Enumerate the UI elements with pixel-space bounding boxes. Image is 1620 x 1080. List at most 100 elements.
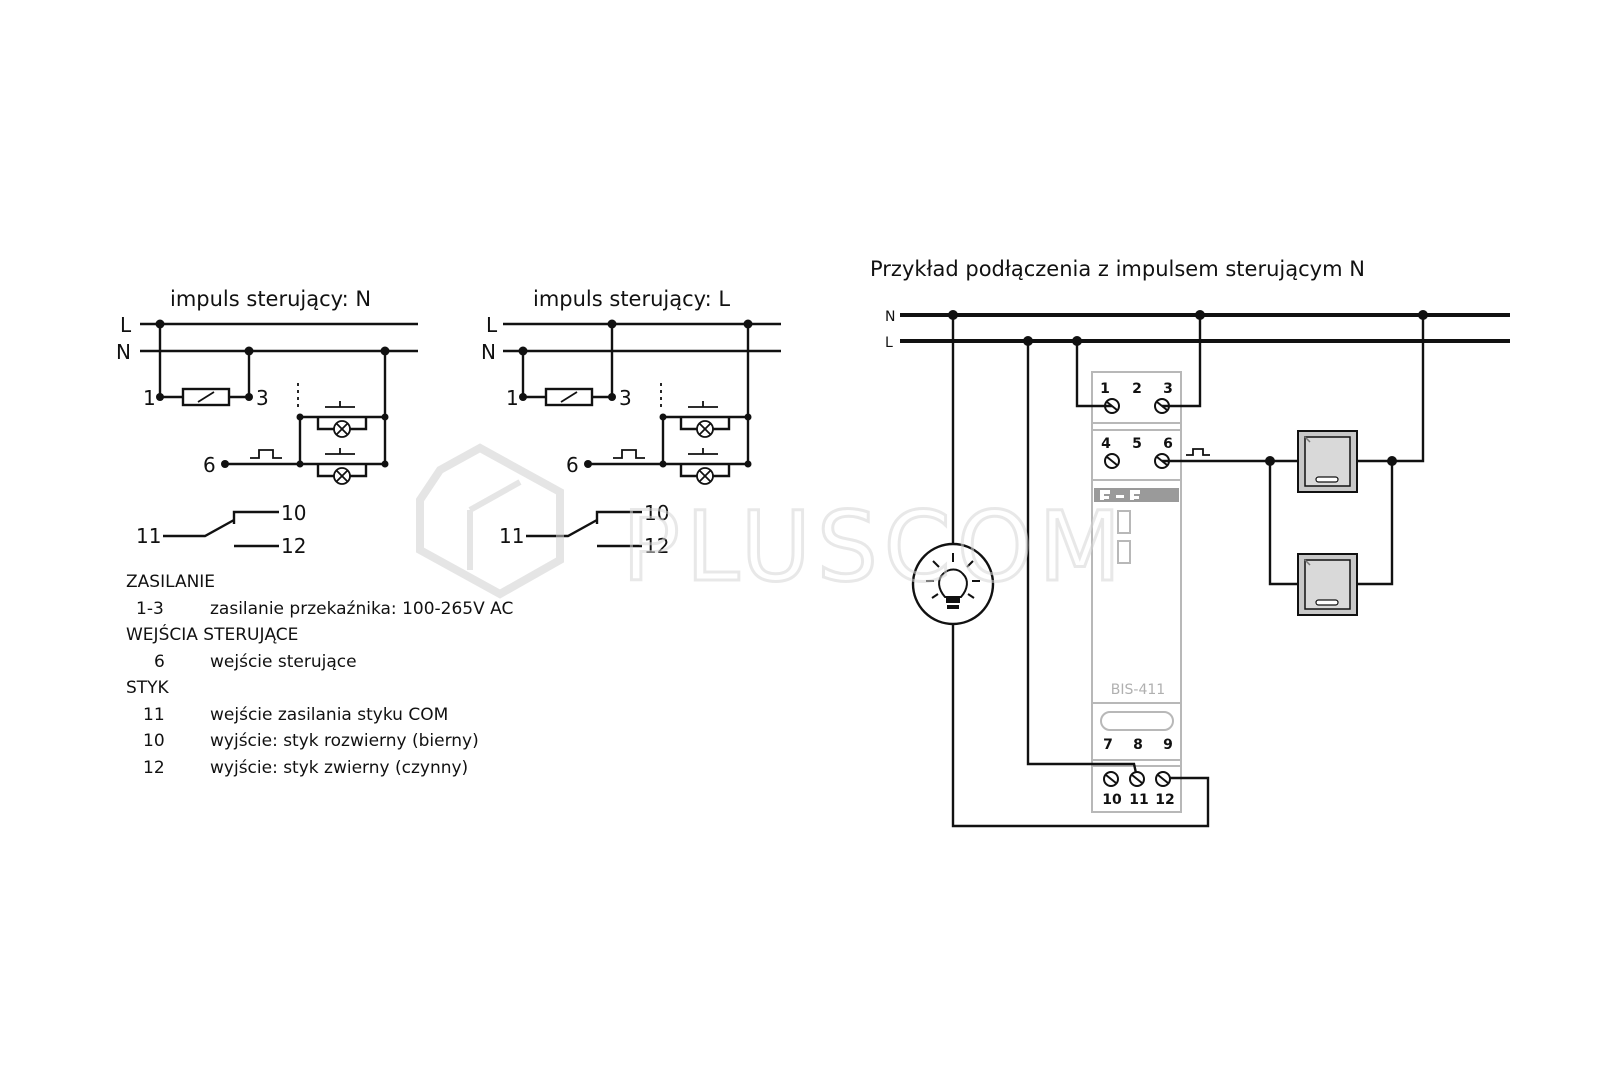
legend-section-inputs: WEJŚCIA STERUJĄCE [126,623,298,645]
legend-section-power: ZASILANIE [126,572,215,592]
terminal-6-label: 6 [203,453,216,477]
wiring-example: Przykład podłączenia z impulsem sterując… [870,257,1510,828]
wire-terminal-1 [1075,341,1112,408]
legend-desc: wyjście: styk zwierny (czynny) [210,758,468,778]
device-label: BIS-411 [1111,682,1165,698]
terminal-number: 4 [1101,436,1111,452]
terminal-number: 12 [1155,792,1174,808]
terminal-screw [1129,771,1145,787]
bus-label-n: N [481,340,496,364]
terminal-number: 8 [1133,737,1143,753]
pushbutton-with-lamp [679,448,731,485]
light-bulb-icon [911,542,995,626]
brand-strip [1094,488,1179,502]
terminal-3-label: 3 [619,386,632,410]
coil-mark [197,391,215,403]
contact-blade [163,518,235,538]
legend-section-contact: STYK [126,678,170,698]
legend-desc: wejście sterujące [210,652,357,672]
legend-desc: wejście zasilania styku COM [210,705,448,725]
coil-mark [560,391,578,403]
terminal-number: 7 [1103,737,1113,753]
terminal-number: 6 [1163,436,1173,452]
terminal-number: 3 [1163,381,1173,397]
bus-label-n: N [885,309,895,325]
terminal-1-label: 1 [506,386,519,410]
schematic-n-impulse: impuls sterujący: N L N 1 3 6 [116,287,418,558]
contact-11-label: 11 [136,524,161,548]
junction-dot [744,413,752,421]
schematic-l-impulse: impuls sterujący: L L N 1 3 6 [481,287,781,558]
pluscom-watermark: PLUSCOM [416,443,1127,605]
contact-12-label: 12 [644,534,669,558]
terminal-3-label: 3 [256,386,269,410]
contact-blade [526,518,598,538]
wire [1357,461,1394,586]
bus-label-l: L [486,313,498,337]
contact-10-label: 10 [644,501,669,525]
contact-11-label: 11 [499,524,524,548]
legend-code: 1-3 [136,599,164,619]
label-window [1100,711,1174,731]
device-housing [1091,371,1182,813]
pulse-symbol [1186,448,1210,456]
wire-terminal-12 [951,624,1210,828]
bus-label-l: L [120,313,132,337]
terminal-dot [608,393,616,401]
terminal-number: 5 [1132,436,1142,452]
contact-12-label: 12 [281,534,306,558]
junction-dot [1387,456,1397,466]
junction-dot [659,413,667,421]
wall-pushbutton [1297,430,1358,493]
pushbutton-with-lamp [316,448,368,485]
terminal-screw [1103,771,1119,787]
terminal-screw [1104,453,1120,469]
watermark-text: PLUSCOM [622,491,1127,603]
contact-10-label: 10 [281,501,306,525]
junction-dot [659,460,667,468]
legend-code: 10 [143,731,165,751]
watermark-hexagon-logo [416,443,564,599]
pushbutton-with-lamp [316,401,368,438]
wire [1268,461,1298,586]
led-indicator [1117,510,1131,534]
bus-label-l: L [885,335,893,351]
wire-terminal-11 [1026,341,1138,774]
pulse-symbol [250,449,282,459]
terminal-legend: ZASILANIE 1-3 zasilanie przekaźnika: 100… [126,572,513,778]
terminal-dot [156,393,164,401]
brand-logo [1100,490,1140,500]
example-title: Przykład podłączenia z impulsem sterując… [870,257,1365,281]
bus-label-n: N [116,340,131,364]
terminal-6-label: 6 [566,453,579,477]
legend-code: 11 [143,705,165,725]
wire [1357,315,1425,463]
terminal-number: 1 [1100,381,1110,397]
junction-dot [744,460,752,468]
legend-desc: zasilanie przekaźnika: 100-265V AC [210,599,513,619]
schematic-title: impuls sterujący: L [533,287,730,311]
schematic-title: impuls sterujący: N [170,287,371,311]
wall-pushbutton [1297,553,1358,616]
legend-code: 12 [143,758,165,778]
pushbutton-with-lamp [679,401,731,438]
junction-dot [381,460,389,468]
junction-dot [296,413,304,421]
junction-dot [296,460,304,468]
led-indicator [1117,540,1131,564]
legend-code: 6 [154,652,165,672]
terminal-dot [245,393,253,401]
wire-terminal-3 [1162,315,1202,408]
contact-nc [595,510,642,524]
pulse-symbol [613,449,645,459]
terminal-number: 11 [1129,792,1148,808]
terminal-number: 2 [1132,381,1142,397]
terminal-dot [519,393,527,401]
terminal-1-label: 1 [143,386,156,410]
relay-device-bis-411: BIS-411 1 2 3 4 5 6 7 8 9 10 11 12 [1091,371,1182,813]
junction-dot [381,413,389,421]
contact-nc [232,510,279,524]
legend-desc: wyjście: styk rozwierny (bierny) [210,731,479,751]
terminal-number: 9 [1163,737,1173,753]
